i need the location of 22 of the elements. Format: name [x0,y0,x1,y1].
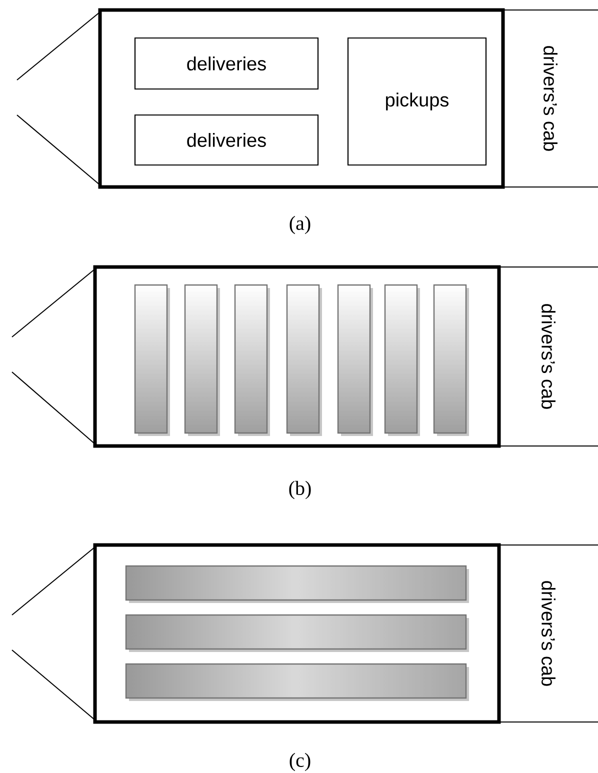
bar [433,284,469,436]
caption: (c) [290,752,310,772]
bar [337,284,373,436]
caption: (a) [290,216,310,234]
bar [125,565,469,603]
text-box: deliveries [134,114,319,166]
bar [134,284,170,436]
cab-outline: drivers’s cab [502,9,598,188]
bar [384,284,420,436]
trailer-drawing [16,8,505,189]
text-box: deliveries [134,37,319,90]
cab-outline: drivers’s cab [498,266,598,447]
trailer-drawing [11,265,501,448]
bar [234,284,270,436]
bar [125,663,469,701]
bar [286,284,322,436]
text-box: pickups [347,37,487,166]
bar [125,614,469,652]
trailer-drawing [11,543,501,724]
bar [184,284,220,436]
caption: (b) [289,480,311,500]
cab-outline: drivers’s cab [498,544,598,723]
